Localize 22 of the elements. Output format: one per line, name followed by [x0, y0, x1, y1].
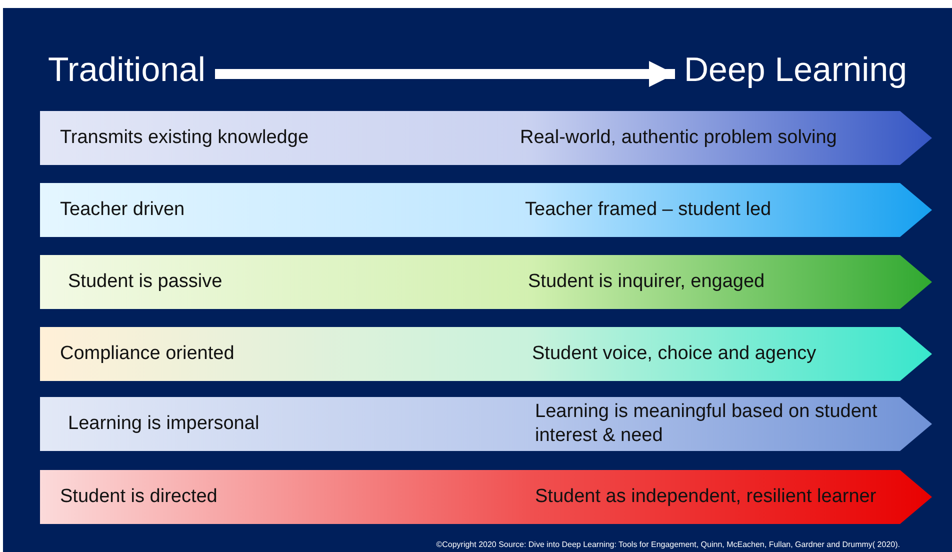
band-text: Compliance oriented: [60, 342, 234, 366]
band-text: Student is inquirer, engaged: [528, 270, 766, 294]
arrow-band: [40, 111, 932, 165]
arrow-band: [40, 183, 932, 237]
heading-text: Deep Learning: [683, 50, 908, 90]
arrow-band: [40, 470, 932, 524]
band-text: Transmits existing knowledge: [60, 126, 309, 150]
band-text: Teacher framed – student led: [525, 198, 772, 222]
arrow-band: [40, 255, 932, 309]
arrow-band: [40, 397, 932, 451]
band-text: Real-world, authentic problem solving: [520, 126, 838, 150]
heading-text: Traditional: [48, 50, 206, 90]
band-text: Learning is meaningful based on student interest & need: [535, 400, 878, 448]
arrow-band: [40, 327, 932, 381]
band-text: Student as independent, resilient learner: [535, 485, 878, 509]
copyright-note: ©Copyright 2020 Source: Dive into Deep Learning: Tools for Engagement, Quinn, McEachen, Fullan, Gardner and Drummy( 2020).: [436, 540, 900, 549]
band-text: Student is directed: [60, 485, 218, 509]
band-text: Student is passive: [68, 270, 222, 294]
band-text: Learning is impersonal: [68, 412, 260, 436]
band-text: Teacher driven: [60, 198, 185, 222]
arrow: [215, 61, 675, 87]
band-text: Student voice, choice and agency: [532, 342, 818, 366]
